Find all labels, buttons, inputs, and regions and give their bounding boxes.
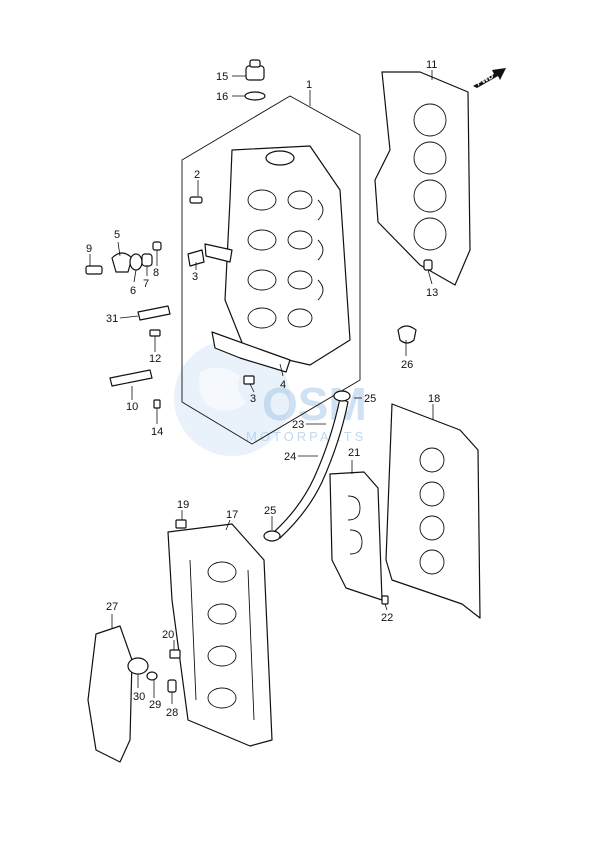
bolt-19 [175,519,187,529]
callout-9: 9 [86,243,92,255]
callout-16: 16 [216,91,228,103]
callout-22: 22 [381,612,393,624]
callout-15: 15 [216,71,228,83]
bolt-8 [152,241,162,251]
callout-17: 17 [226,509,238,521]
bracket-upper [204,243,233,263]
callout-24: 24 [284,451,296,463]
clip-25-lower [263,530,281,542]
bolt-14 [153,399,161,409]
callout-4: 4 [280,379,286,391]
fwd-label: FWD [475,71,496,88]
head-frame [181,95,361,445]
clip-25-upper [333,390,351,402]
callout-19: 19 [177,499,189,511]
head-gasket [374,71,471,286]
plug-30 [127,657,149,675]
bolt-20 [169,649,181,659]
bolt-3-lower [243,375,255,385]
bolt-12 [149,329,161,337]
callout-14: 14 [151,426,163,438]
callout-8: 8 [153,267,159,279]
cap-15 [245,59,265,81]
gasket-18 [385,403,481,619]
callout-30: 30 [133,691,145,703]
callout-12: 12 [149,353,161,365]
sensor-5 [111,252,133,273]
callout-25-lower: 25 [264,505,276,517]
head-cover-17 [167,523,273,747]
callout-10: 10 [126,401,138,413]
part-22 [381,595,389,605]
fwd-arrow: FWD [473,68,506,88]
callout-11: 11 [426,59,437,71]
callouts: 1 2 3 3 4 5 6 7 8 9 10 11 12 13 14 15 16… [86,59,440,719]
bolt-9 [85,265,103,275]
callout-31: 31 [106,313,118,325]
part-26 [397,325,417,344]
dowel-pin-13 [423,259,433,271]
leader-lines [89,70,434,704]
callout-27: 27 [106,601,118,613]
bracket-4 [211,331,291,373]
callout-28: 28 [166,707,178,719]
callout-21: 21 [348,447,360,459]
bolt-28 [167,679,177,693]
o-ring-6 [129,253,143,271]
callout-3-lower: 3 [250,393,256,405]
callout-18: 18 [428,393,440,405]
washer-29 [146,671,158,681]
callout-23: 23 [292,419,304,431]
callout-7: 7 [143,278,149,290]
pin-2 [189,196,203,204]
callout-6: 6 [130,285,136,297]
bracket-3-upper [187,249,205,267]
callout-29: 29 [149,699,161,711]
callout-13: 13 [426,287,438,299]
plug-31 [137,305,171,321]
gasket-21 [329,471,383,601]
cap-7 [141,253,153,267]
callout-26: 26 [401,359,413,371]
o-ring-16 [244,91,266,101]
bolt-10 [109,369,153,387]
callout-2: 2 [194,169,200,181]
callout-1: 1 [306,79,312,91]
callout-25-upper: 25 [364,393,376,405]
callout-20: 20 [162,629,174,641]
cover-27 [87,625,133,763]
cylinder-head [224,145,351,366]
callout-3-upper: 3 [192,271,198,283]
callout-5: 5 [114,229,120,241]
